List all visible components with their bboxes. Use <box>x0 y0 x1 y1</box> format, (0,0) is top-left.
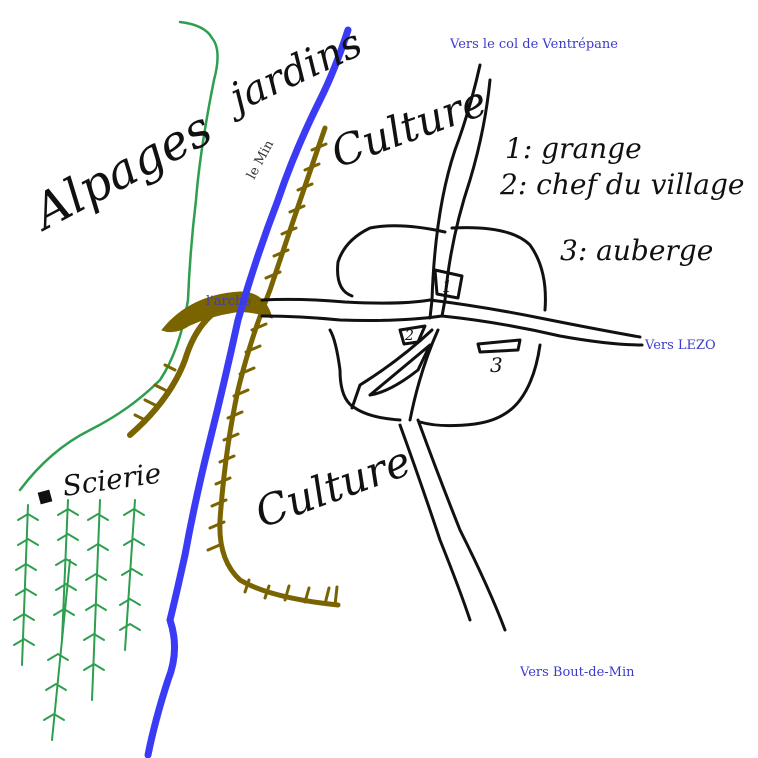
north-road-left <box>428 63 482 320</box>
legend-item-1: 1: grange <box>505 132 642 165</box>
legend: 1: grange 2: chef du village 3: auberge <box>499 132 744 267</box>
label-culture-south: Culture <box>249 436 418 537</box>
building-chef-du-village <box>398 324 427 346</box>
river-min <box>144 26 352 758</box>
tree-branches <box>43 652 69 721</box>
mule-path <box>127 125 341 608</box>
building-auberge <box>476 338 522 354</box>
inner-triangle <box>368 343 432 397</box>
forest-edge <box>18 20 219 492</box>
direction-east: Vers LEZO <box>644 338 716 353</box>
marker-3: 3 <box>490 353 503 377</box>
legend-item-3: 3: auberge <box>560 234 713 267</box>
main-road-north-edge <box>260 297 642 339</box>
tree-branches <box>13 512 39 646</box>
direction-south: Vers Bout-de-Min <box>519 665 635 680</box>
tree-column <box>91 499 101 701</box>
scierie-building <box>37 489 53 505</box>
village-loop <box>328 224 547 428</box>
tree-column <box>61 499 69 641</box>
tree-column <box>51 559 71 741</box>
label-jardins: jardins <box>216 20 370 124</box>
tree-branches <box>53 507 79 616</box>
tree-column <box>21 504 29 666</box>
tree-branches <box>119 507 145 631</box>
label-river-min: le Min <box>244 137 277 182</box>
label-bridge: l'arche <box>206 294 251 309</box>
main-road-south-edge <box>260 314 644 347</box>
forest-trees <box>13 499 145 741</box>
tree-branches <box>83 512 109 671</box>
label-culture-north: Culture <box>325 76 494 177</box>
marker-1: 1 <box>442 277 452 296</box>
inner-road-1 <box>350 328 434 410</box>
south-road-left <box>398 423 472 622</box>
label-alpages: Alpages <box>21 100 221 242</box>
inner-road-2 <box>408 328 440 422</box>
legend-item-2: 2: chef du village <box>499 168 744 201</box>
south-road-right <box>416 418 507 632</box>
marker-2: 2 <box>404 328 414 344</box>
buildings <box>398 268 522 354</box>
building-grange <box>433 268 464 300</box>
label-scierie: Scierie <box>60 456 163 503</box>
direction-north: Vers le col de Ventrépane <box>449 37 618 52</box>
tree-column <box>124 499 136 651</box>
